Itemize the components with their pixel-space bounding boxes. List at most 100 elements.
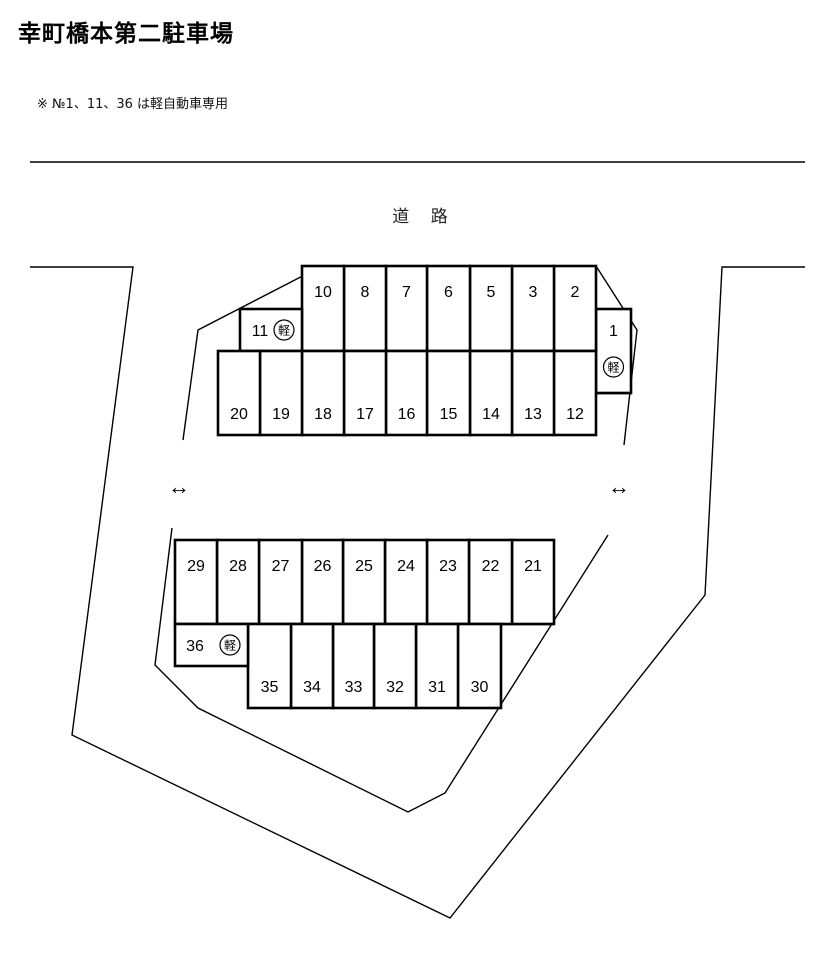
parking-space-16: 16	[384, 349, 429, 437]
parking-space-28: 28	[215, 538, 261, 626]
space-number: 17	[356, 406, 374, 423]
space-outline	[300, 538, 345, 626]
space-number: 5	[487, 284, 496, 301]
parking-space-7: 7	[384, 264, 429, 353]
space-number: 14	[482, 406, 500, 423]
space-outline	[246, 622, 293, 710]
space-number: 23	[439, 558, 457, 575]
space-number: 18	[314, 406, 332, 423]
space-outline	[215, 538, 261, 626]
space-outline	[289, 622, 335, 710]
space-outline	[425, 349, 472, 437]
space-number: 27	[272, 558, 290, 575]
space-number: 26	[314, 558, 332, 575]
space-number: 8	[361, 284, 370, 301]
space-outline	[342, 264, 388, 353]
parking-space-18: 18	[300, 349, 346, 437]
space-number: 28	[229, 558, 247, 575]
space-number: 3	[529, 284, 538, 301]
upper-island-outline-left	[182, 265, 323, 441]
parking-space-15: 15	[425, 349, 472, 437]
space-outline	[552, 264, 598, 353]
space-outline	[510, 538, 556, 626]
space-number: 31	[428, 679, 446, 696]
space-number: 16	[398, 406, 416, 423]
space-number: 33	[345, 679, 363, 696]
entrance-arrow-left-icon: ↔	[168, 474, 190, 499]
space-number: 7	[402, 284, 411, 301]
space-outline	[238, 307, 304, 353]
parking-space-36: 36 軽	[173, 622, 250, 668]
space-number: 6	[444, 284, 453, 301]
space-outline	[510, 264, 556, 353]
parking-space-13: 13	[510, 349, 556, 437]
space-number: 30	[471, 679, 489, 696]
space-outline	[372, 622, 418, 710]
space-outline	[300, 264, 346, 353]
parking-space-29: 29	[173, 538, 219, 626]
space-number: 29	[187, 558, 205, 575]
space-number: 25	[355, 558, 373, 575]
parking-space-20: 20	[216, 349, 262, 437]
lower-island-outline	[154, 527, 609, 813]
space-number: 13	[524, 406, 542, 423]
space-number: 10	[314, 284, 332, 301]
space-number: 19	[272, 406, 290, 423]
parking-space-26: 26	[300, 538, 345, 626]
space-number: 36	[186, 638, 204, 655]
road-label: 道 路	[392, 207, 455, 227]
parking-space-22: 22	[467, 538, 514, 626]
parking-space-6: 6	[425, 264, 472, 353]
upper-island-outline-right	[595, 265, 638, 446]
space-number: 20	[230, 406, 248, 423]
space-outline	[257, 538, 304, 626]
space-outline	[216, 349, 262, 437]
parking-space-10: 10	[300, 264, 346, 353]
parking-space-14: 14	[468, 349, 514, 437]
space-outline	[384, 349, 429, 437]
kei-car-icon	[273, 319, 295, 341]
space-number: 24	[397, 558, 415, 575]
parking-space-17: 17	[342, 349, 388, 437]
page-title: 幸町橋本第二駐車場	[18, 21, 234, 47]
kei-mark: 軽	[607, 361, 619, 375]
parking-space-31: 31	[414, 622, 460, 710]
space-number: 2	[571, 284, 580, 301]
space-outline	[425, 264, 472, 353]
space-outline	[173, 538, 219, 626]
parking-space-8: 8	[342, 264, 388, 353]
space-outline	[384, 264, 429, 353]
parking-space-2: 2	[552, 264, 598, 353]
space-number: 35	[261, 679, 279, 696]
parking-space-33: 33	[331, 622, 376, 710]
space-outline	[468, 349, 514, 437]
parking-space-25: 25	[341, 538, 387, 626]
parking-space-35: 35	[246, 622, 293, 710]
space-number: 11	[252, 323, 269, 340]
kei-car-icon	[219, 634, 241, 656]
parking-space-1: 1軽	[594, 307, 633, 395]
space-outline	[300, 349, 346, 437]
space-outline	[383, 538, 429, 626]
parking-space-27: 27	[257, 538, 304, 626]
parking-space-12: 12	[552, 349, 598, 437]
space-number: 12	[566, 406, 584, 423]
kei-only-note: ※ №1、11、36 は軽自動車専用	[37, 97, 229, 112]
parking-space-32: 32	[372, 622, 418, 710]
space-number: 15	[440, 406, 458, 423]
space-number: 34	[303, 679, 321, 696]
parking-space-24: 24	[383, 538, 429, 626]
kei-mark: 軽	[224, 639, 236, 653]
space-outline	[414, 622, 460, 710]
space-outline	[425, 538, 471, 626]
parking-space-3: 3	[510, 264, 556, 353]
space-outline	[510, 349, 556, 437]
space-outline	[467, 538, 514, 626]
space-number: 22	[482, 558, 500, 575]
space-outline	[594, 307, 633, 395]
parking-space-21: 21	[510, 538, 556, 626]
space-number: 21	[524, 558, 542, 575]
parking-space-23: 23	[425, 538, 471, 626]
space-number: 32	[386, 679, 404, 696]
